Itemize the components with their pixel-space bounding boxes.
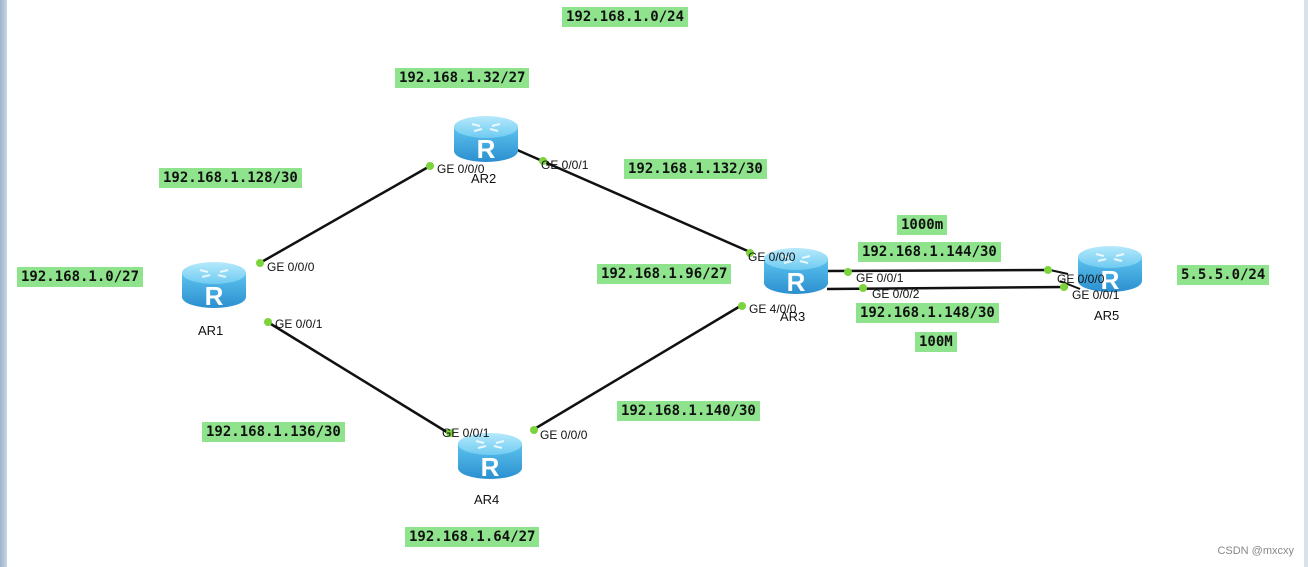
link-ar1-ar2 xyxy=(257,164,431,266)
port-dot-ar4-p0 xyxy=(530,426,538,434)
port-dot-ar3-p0 xyxy=(746,249,754,257)
window-right-edge xyxy=(1304,0,1308,567)
label-ar1-ar2-link: 192.168.1.128/30 xyxy=(159,168,302,188)
port-label-ar1-p0: GE 0/0/0 xyxy=(267,260,315,274)
label-ar3-ar5-link-2: 192.168.1.148/30 xyxy=(856,303,999,323)
label-ar1-lan: 192.168.1.0/27 xyxy=(17,267,144,287)
port-label-ar2-p1: GE 0/0/1 xyxy=(541,158,589,172)
port-label-ar3-p0: GE 0/0/0 xyxy=(748,250,796,264)
label-ar5-net: 5.5.5.0/24 xyxy=(1177,265,1270,285)
label-top-net: 192.168.1.0/24 xyxy=(562,7,689,27)
port-dot-ar5-p0 xyxy=(1044,266,1052,274)
port-label-ar3-p2: GE 0/0/2 xyxy=(872,287,920,301)
link-ar2-ar3 xyxy=(514,147,751,254)
label-ar3-ar5-link-1: 192.168.1.144/30 xyxy=(858,242,1001,262)
router-name-ar2: AR2 xyxy=(471,171,497,186)
label-ar4-lan: 192.168.1.64/27 xyxy=(405,527,540,547)
links xyxy=(257,147,1081,436)
label-ar2-lan: 192.168.1.32/27 xyxy=(395,68,530,88)
port-label-ar5-p0: GE 0/0/0 xyxy=(1057,272,1105,286)
port-label-ar3-p4: GE 4/0/0 xyxy=(749,302,797,316)
label-ar2-ar3-link: 192.168.1.132/30 xyxy=(624,159,767,179)
router-ar5-glyph: R xyxy=(1101,265,1120,295)
router-name-ar5: AR5 xyxy=(1094,308,1120,323)
router-name-ar1: AR1 xyxy=(198,323,224,338)
port-dot-ar2-p0 xyxy=(426,162,434,170)
port-label-ar1-p1: GE 0/0/1 xyxy=(275,317,323,331)
port-label-ar5-p1: GE 0/0/1 xyxy=(1072,288,1120,302)
link-ar4-ar3 xyxy=(530,303,743,433)
router-ar3-glyph: R xyxy=(787,267,806,297)
router-name-ar3: AR3 xyxy=(780,309,806,324)
port-dot-ar1-p0 xyxy=(256,259,264,267)
router-ar1-glyph: R xyxy=(205,281,224,311)
port-dot-ar4-p1 xyxy=(446,429,454,437)
label-bw-bottom: 100M xyxy=(915,332,957,352)
router-name-ar4: AR4 xyxy=(474,492,500,507)
link-ar3-ar5-1b xyxy=(1049,269,1069,275)
label-bw-top: 1000m xyxy=(897,215,948,235)
port-dot-ar3-p4 xyxy=(738,302,746,310)
watermark: CSDN @mxcxy xyxy=(1217,545,1294,557)
router-ar4-glyph: R xyxy=(481,452,500,482)
port-dot-ar1-p1 xyxy=(264,318,272,326)
link-ar3-ar5-2 xyxy=(826,285,1069,291)
port-label-ar3-p1: GE 0/0/1 xyxy=(856,271,904,285)
label-ar1-ar4-link: 192.168.1.136/30 xyxy=(202,422,345,442)
link-ar3-ar5-1 xyxy=(826,268,1051,273)
port-label-ar4-p0: GE 0/0/0 xyxy=(540,428,588,442)
label-ar4-ar3-link: 192.168.1.140/30 xyxy=(617,401,760,421)
label-ar3-lan: 192.168.1.96/27 xyxy=(597,264,732,284)
port-dot-ar2-p1 xyxy=(539,157,547,165)
port-label-ar4-p1: GE 0/0/1 xyxy=(442,426,490,440)
port-dot-ar3-p2 xyxy=(859,284,867,292)
port-dot-ar3-p1 xyxy=(844,268,852,276)
port-label-ar2-p0: GE 0/0/0 xyxy=(437,162,485,176)
router-ar2-glyph: R xyxy=(477,134,496,164)
window-left-edge xyxy=(0,0,7,567)
port-dots xyxy=(256,157,1068,437)
link-ar3-ar5-2b xyxy=(1059,280,1081,290)
port-dot-ar5-p1 xyxy=(1060,283,1068,291)
link-ar1-ar4 xyxy=(265,319,451,436)
